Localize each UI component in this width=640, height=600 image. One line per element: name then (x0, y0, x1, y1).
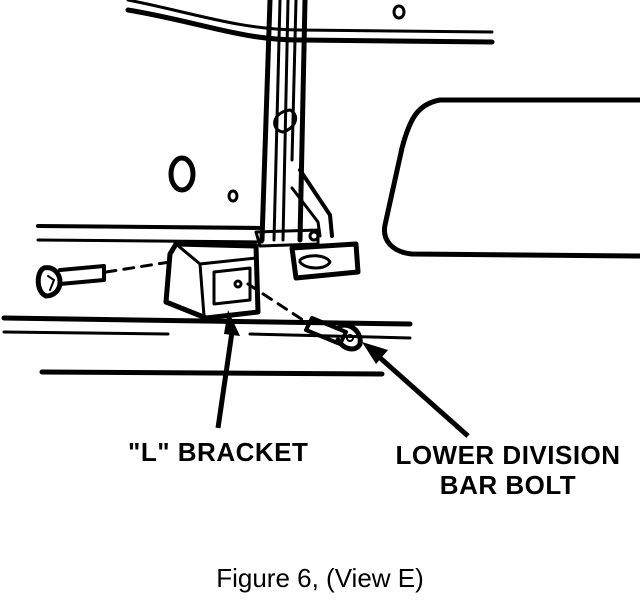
left-bolt (35, 264, 106, 299)
leader-arrow-bolt (362, 342, 470, 438)
l-bracket-label: "L" BRACKET (128, 437, 309, 467)
figure-caption: Figure 6, (View E) (216, 563, 424, 593)
alignment-dashes (104, 260, 308, 324)
bolt-label-line-1: LOWER DIVISION (395, 440, 621, 470)
hole-top (392, 4, 406, 20)
bolt-label-line-2: BAR BOLT (439, 470, 577, 500)
right-bolt (304, 316, 363, 352)
division-bar-channel (259, 0, 308, 243)
lower-division-bar-bolt-label: LOWER DIVISION BAR BOLT (388, 440, 628, 500)
panel-cutout (381, 97, 640, 259)
hole-oval (168, 155, 196, 193)
hole-small (227, 189, 239, 203)
leader-arrow-bracket (215, 310, 240, 429)
division-bar-clip (254, 228, 361, 281)
l-bracket-part (163, 241, 261, 321)
sill-rails (1, 224, 413, 377)
door-frame-top (125, 0, 495, 45)
